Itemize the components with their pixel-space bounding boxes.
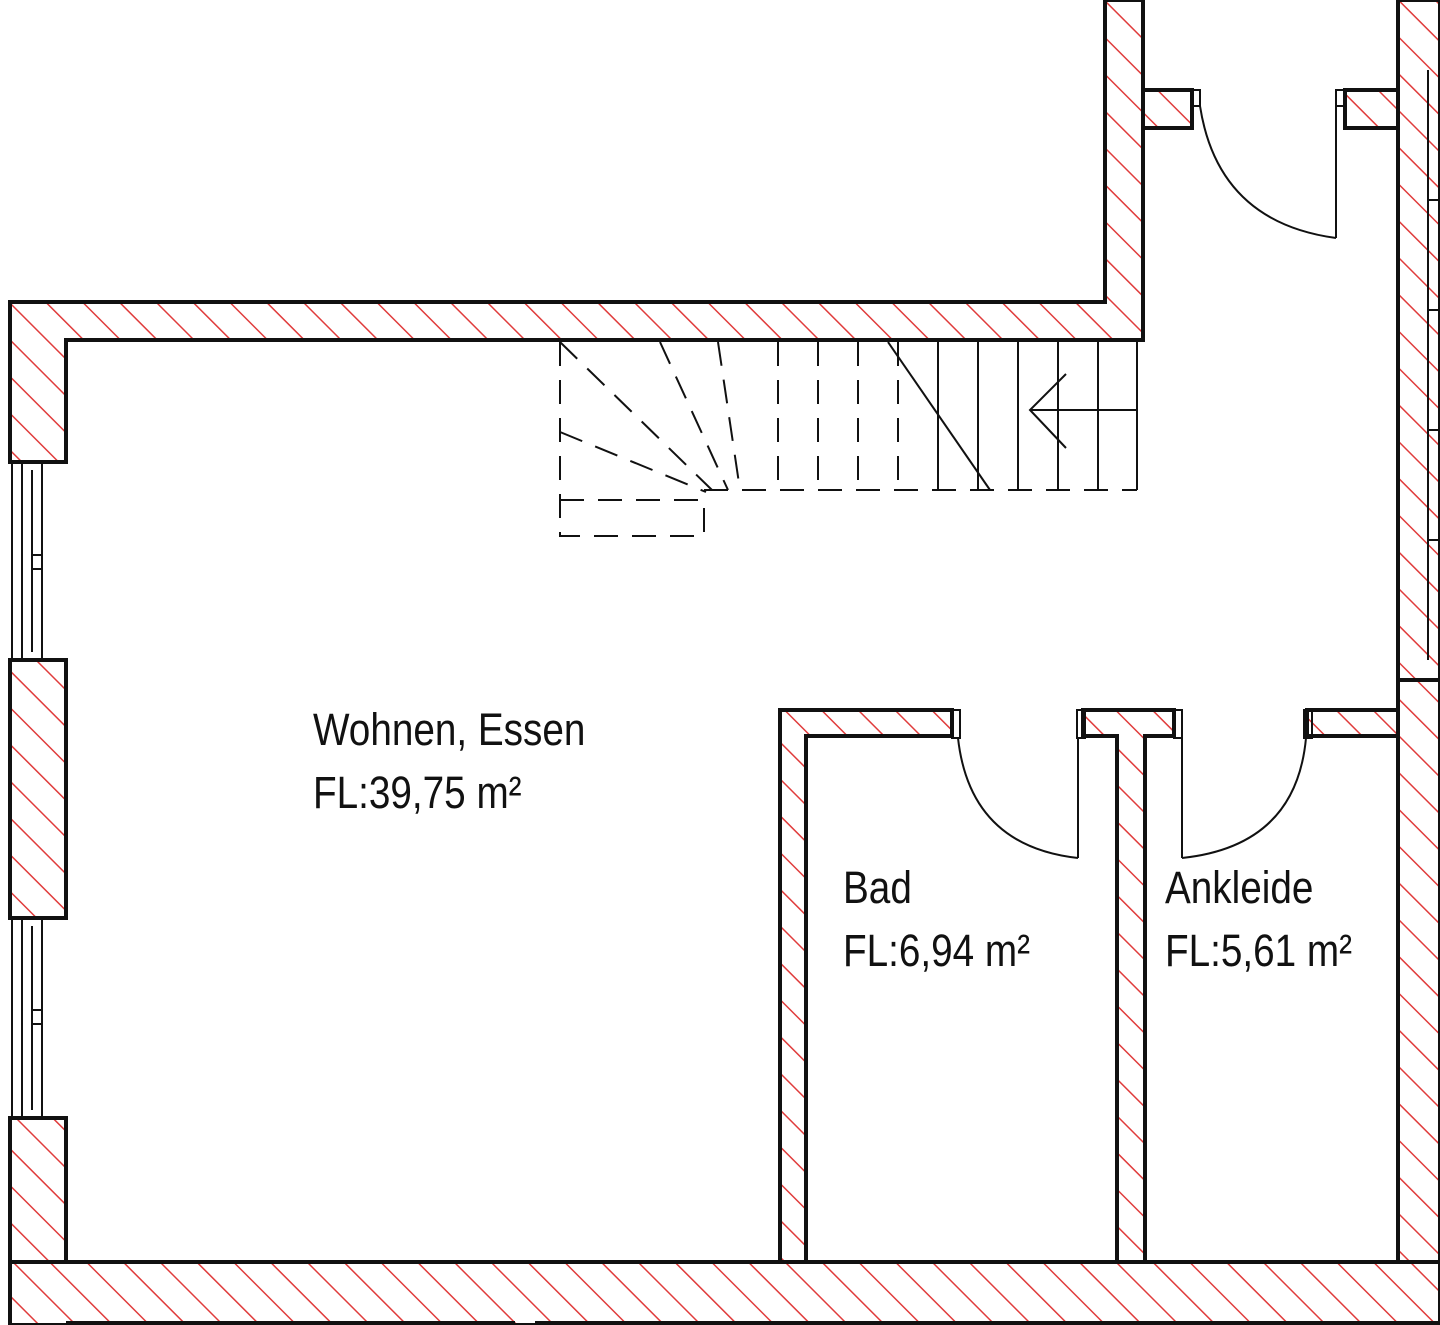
arrow-left-icon	[1028, 373, 1137, 449]
wall-left-bottom	[8, 1116, 68, 1264]
room-name-bad: Bad	[843, 862, 912, 912]
wall-ankleide-top	[1305, 708, 1400, 738]
room-area-ankleide: FL:5,61 m²	[1165, 925, 1352, 975]
edge-details	[66, 70, 1440, 1325]
wall-hall-left-jamb	[1141, 88, 1194, 130]
wall-ankleide-right	[1396, 678, 1440, 1264]
wall-right-outer	[1396, 0, 1440, 682]
room-name-ankleide: Ankleide	[1165, 862, 1313, 912]
window-lower	[11, 917, 43, 1119]
walls	[8, 0, 1440, 1325]
wall-left-middle	[8, 658, 68, 920]
wall-hall-right-jamb	[1343, 88, 1400, 130]
stair-landing	[559, 499, 705, 537]
wall-bad-left	[778, 708, 954, 1264]
door-hall-entrance	[1191, 89, 1345, 239]
door-bad	[951, 709, 1086, 859]
wall-bad-ankleide	[1081, 708, 1176, 1264]
wall-bottom	[8, 1260, 1440, 1325]
stair-treads	[777, 342, 1138, 490]
room-area-wohnen: FL:39,75 m²	[313, 767, 522, 817]
room-labels: Wohnen, Essen FL:39,75 m² Bad FL:6,94 m²…	[313, 704, 1352, 975]
wall-top	[8, 0, 1145, 464]
stair-cut-line	[887, 341, 991, 491]
windows	[11, 461, 43, 1119]
window-upper	[11, 461, 43, 661]
stair-winders	[559, 341, 741, 500]
doors	[951, 89, 1345, 859]
room-area-bad: FL:6,94 m²	[843, 925, 1030, 975]
room-name-wohnen: Wohnen, Essen	[313, 704, 585, 754]
door-ankleide	[1173, 709, 1313, 859]
staircase	[559, 341, 1138, 537]
